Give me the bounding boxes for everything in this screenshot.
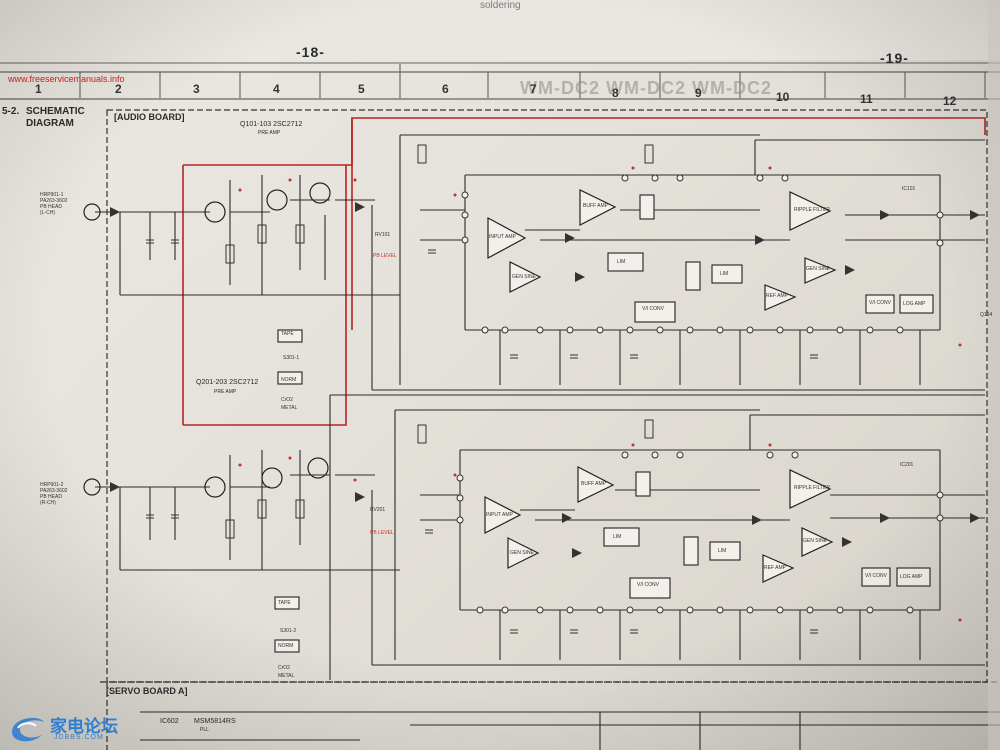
- logo-text-en: JDBBS.COM: [54, 734, 104, 741]
- ic101-label: IC101: [902, 186, 916, 192]
- log-amp-top: LOG AMP: [903, 301, 926, 307]
- column-8: 8: [612, 86, 619, 100]
- vi-conv-bottom-2: V/I CONV: [865, 573, 887, 579]
- source-url: www.freeservicemanuals.info: [8, 74, 125, 84]
- column-1: 1: [35, 82, 42, 96]
- forum-logo: 家电论坛 JDBBS.COM: [8, 708, 138, 748]
- lim-bottom-1: LIM: [613, 534, 622, 540]
- norm-label-2: NORM: [278, 643, 294, 649]
- gen-sine-bottom-1: GEN SINE: [510, 550, 534, 556]
- logo-text-cn: 家电论坛: [50, 717, 118, 737]
- tape-label-2: TAPE: [278, 600, 291, 606]
- pb-level-label-1: PB LEVEL: [373, 253, 397, 259]
- column-2: 2: [115, 82, 122, 96]
- vi-conv-top: V/I CONV: [642, 306, 664, 312]
- s301-1-label: S301-1: [283, 355, 300, 361]
- cro2-label-2: CrO2: [278, 665, 290, 671]
- norm-label-1: NORM: [281, 377, 297, 383]
- input-amp-bottom: INPUT AMP: [486, 512, 513, 518]
- vi-conv-bottom: V/I CONV: [637, 582, 659, 588]
- metal-label-2: METAL: [278, 673, 295, 679]
- audio-board-label: [AUDIO BOARD]: [114, 112, 185, 122]
- model-watermark: WM-DC2 WM-DC2 WM-DC2: [520, 78, 772, 98]
- ic201-label: IC201: [900, 462, 914, 468]
- cro2-label-1: CrO2: [281, 397, 293, 403]
- section-title-1: SCHEMATIC: [26, 106, 85, 117]
- buff-amp-top: BUFF AMP: [583, 203, 609, 209]
- gen-sine-top-1: GEN SINE: [512, 274, 536, 280]
- rv101-label: RV101: [375, 232, 391, 238]
- ref-amp-bottom: REF AMP: [764, 565, 786, 571]
- ic602-label: IC602: [160, 718, 179, 725]
- column-3: 3: [193, 82, 200, 96]
- buff-amp-bottom: BUFF AMP: [581, 481, 607, 487]
- top-label: soldering: [480, 0, 521, 11]
- column-6: 6: [442, 82, 449, 96]
- ripple-filter-bottom: RIPPLE FILTER: [794, 485, 831, 491]
- column-11: 11: [860, 92, 873, 106]
- q201-sub: PRE AMP: [214, 389, 237, 395]
- q104-label: Q104: [980, 312, 993, 318]
- section-title-2: DIAGRAM: [26, 118, 74, 129]
- lim-bottom-2: LIM: [718, 548, 727, 554]
- s301-2-label: S301-2: [280, 628, 297, 634]
- lim-top-1: LIM: [617, 259, 626, 265]
- column-7: 7: [530, 82, 537, 96]
- column-12: 12: [943, 94, 957, 108]
- ripple-filter-top: RIPPLE FILTER: [794, 207, 831, 213]
- q101-label: Q101-103 2SC2712: [240, 121, 303, 128]
- metal-label-1: METAL: [281, 405, 298, 411]
- ref-amp-top: REF AMP: [766, 293, 788, 299]
- input-amp-top: INPUT AMP: [489, 234, 516, 240]
- page-number-left: -18-: [296, 44, 325, 60]
- log-amp-bottom: LOG AMP: [900, 574, 923, 580]
- q201-label: Q201-203 2SC2712: [196, 379, 259, 386]
- lim-top-2: LIM: [720, 271, 729, 277]
- pll-label: PLL: [200, 727, 209, 733]
- swirl-logo-icon: [12, 717, 44, 742]
- column-9: 9: [695, 86, 702, 100]
- q101-sub: PRE AMP: [258, 130, 281, 136]
- ic602-part: MSM5814RS: [194, 718, 236, 725]
- tape-label-1: TAPE: [281, 331, 294, 337]
- gen-sine-top-2: GEN SINE: [806, 266, 830, 272]
- rv201-label: RV201: [370, 507, 386, 513]
- vi-conv-top-2: V/I CONV: [869, 300, 891, 306]
- gen-sine-bottom-2: GEN SINE: [803, 538, 827, 544]
- section-number: 5-2.: [2, 106, 20, 117]
- servo-board-label: [SERVO BOARD A]: [106, 686, 188, 696]
- column-4: 4: [273, 82, 280, 96]
- pb-level-label-2: PB LEVEL: [370, 530, 394, 536]
- column-10: 10: [776, 90, 790, 104]
- page-number-right: -19-: [880, 50, 909, 66]
- column-5: 5: [358, 82, 365, 96]
